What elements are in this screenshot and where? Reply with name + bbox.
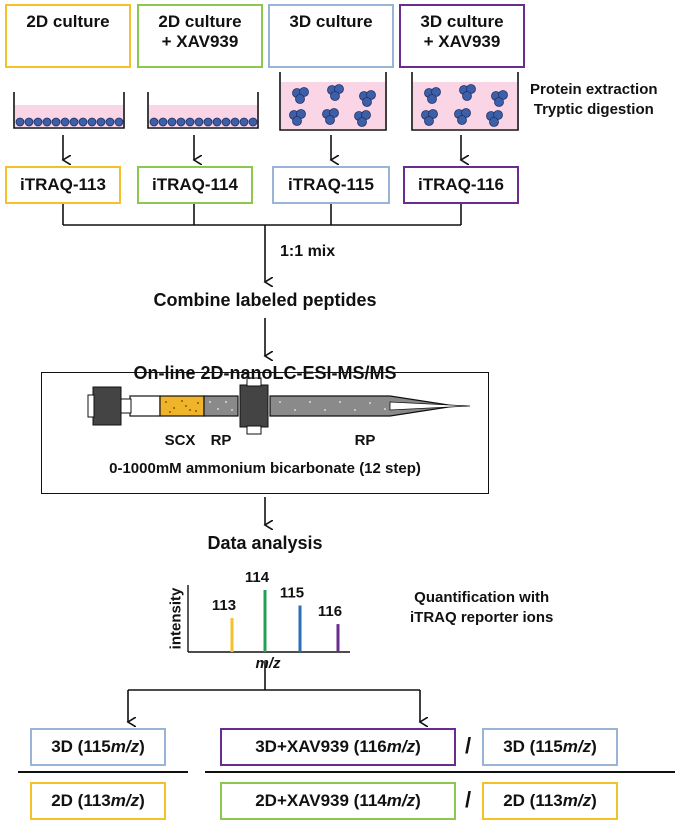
gradient-label: 0-1000mM ammonium bicarbonate (12 step) xyxy=(109,460,421,477)
cell-monolayer xyxy=(15,117,124,127)
peak-label-115: 115 xyxy=(280,585,304,602)
condition-box-3d-xav: 3D culture + XAV939 xyxy=(399,4,525,68)
extraction-text: Protein extraction Tryptic digestion xyxy=(530,81,658,118)
lc-panel xyxy=(41,372,489,494)
ratio1-numerator-box: 3D (115 m/z) xyxy=(30,728,166,766)
ratio2-numerator-b-box: 3D (115 m/z) xyxy=(482,728,618,766)
condition-label: 3D culture xyxy=(289,12,373,31)
itraq-113-box: iTRAQ-113 xyxy=(5,166,121,204)
rp-label-column: RP xyxy=(354,432,376,449)
condition-box-2d: 2D culture xyxy=(5,4,131,68)
spectrum-plot: 113 114 115 116 xyxy=(187,569,350,653)
cell-monolayer xyxy=(149,117,258,127)
condition-label: 2D culture xyxy=(158,12,242,31)
condition-box-3d: 3D culture xyxy=(268,4,394,68)
label-arrows xyxy=(63,135,461,160)
mix-label: 1:1 mix xyxy=(280,243,336,260)
itraq-114-box: iTRAQ-114 xyxy=(137,166,253,204)
dish-3d xyxy=(279,72,387,131)
dish-3d-xav xyxy=(411,72,519,131)
rp-label-trap: RP xyxy=(210,432,232,449)
condition-box-2d-xav: 2D culture + XAV939 xyxy=(137,4,263,68)
spectrum-ylabel: intensity xyxy=(167,587,185,650)
ratio-slash-bottom: / xyxy=(465,787,472,812)
itraq-115-box: iTRAQ-115 xyxy=(272,166,390,204)
ratio1-denominator-box: 2D (113 m/z) xyxy=(30,782,166,820)
flow-arrows xyxy=(128,318,420,722)
spheroids xyxy=(421,84,508,127)
lc-panel-content: SCX RP RP 0-1000mM ammonium bicarbonate … xyxy=(41,372,489,494)
condition-sublabel: + XAV939 xyxy=(161,31,239,51)
peak-label-114: 114 xyxy=(245,569,270,586)
ratio-slash-top: / xyxy=(465,733,472,758)
data-analysis-label: Data analysis xyxy=(207,533,323,553)
lc-column-schematic xyxy=(87,377,471,435)
peak-label-113: 113 xyxy=(212,597,236,614)
combine-label: Combine labeled peptides xyxy=(153,290,377,310)
ratio2-denominator-a-box: 2D+XAV939 (114 m/z) xyxy=(220,782,456,820)
dish-2d xyxy=(13,92,125,129)
condition-label: 2D culture xyxy=(26,12,110,31)
spectrum-xlabel: m/z xyxy=(255,655,281,672)
quant-text: Quantification with iTRAQ reporter ions xyxy=(410,589,554,626)
ratio2-denominator-b-box: 2D (113 m/z) xyxy=(482,782,618,820)
condition-label: 3D culture xyxy=(420,12,504,31)
ratio2-numerator-a-box: 3D+XAV939 (116 m/z) xyxy=(220,728,456,766)
scx-label: SCX xyxy=(164,432,196,449)
lc-title: On-line 2D-nanoLC-ESI-MS/MS xyxy=(133,363,397,383)
merge-bracket xyxy=(62,204,462,282)
dish-2d-xav xyxy=(147,92,259,129)
peak-label-116: 116 xyxy=(318,603,342,620)
condition-sublabel: + XAV939 xyxy=(423,31,501,51)
spheroids xyxy=(289,84,376,127)
itraq-116-box: iTRAQ-116 xyxy=(403,166,519,204)
